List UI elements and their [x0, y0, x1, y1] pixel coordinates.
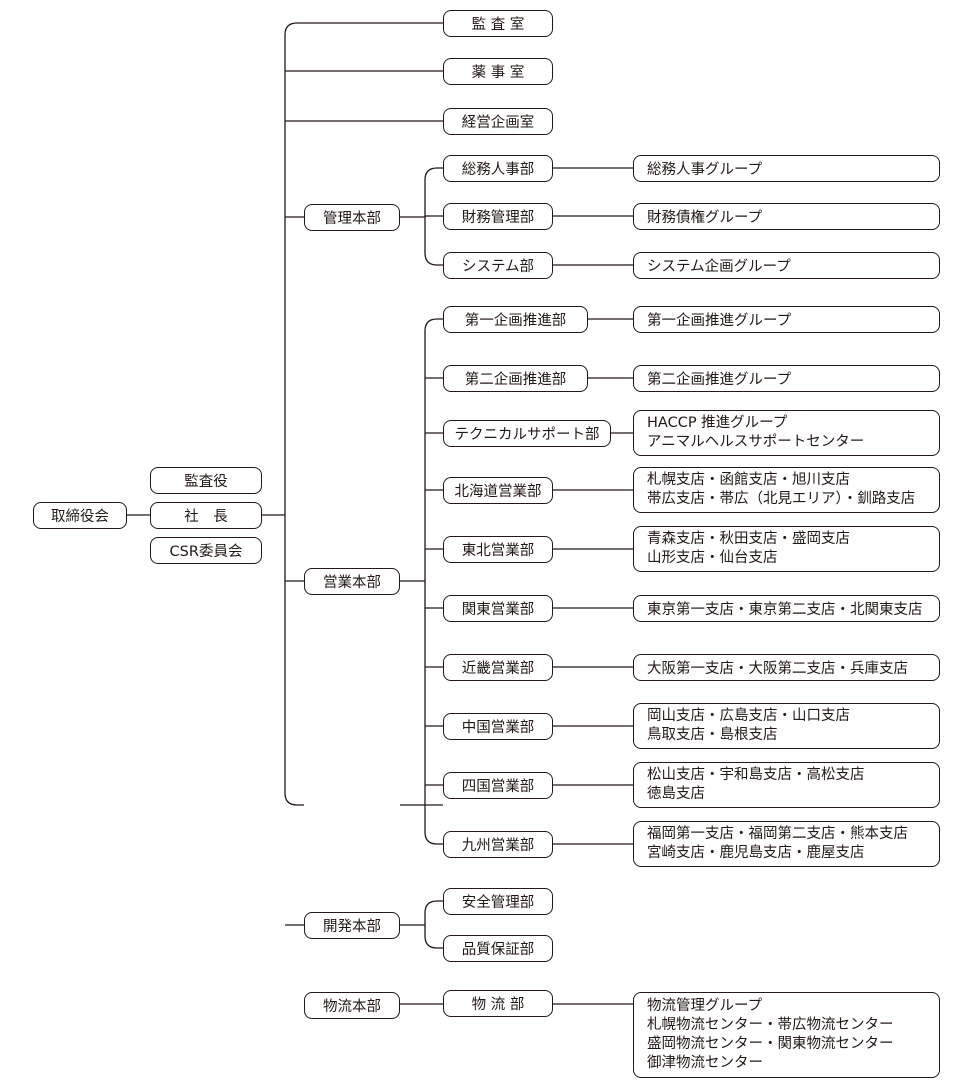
branch-line: 岡山支店・広島支店・山口支店 [647, 708, 850, 724]
finance-receivables-group-box: 財務債権グループ [633, 203, 940, 230]
logistics-division-box: 物流本部 [304, 992, 400, 1019]
branch-line: 宮崎支店・鹿児島支店・鹿屋支店 [647, 845, 865, 861]
general-affairs-hr-group-box: 総務人事グループ [633, 155, 940, 182]
systems-dept-box: システム部 [443, 252, 553, 279]
group-line: アニマルヘルスサポートセンター [647, 434, 865, 450]
group-line: 物流管理グループ [647, 998, 763, 1014]
admin-division-box: 管理本部 [304, 204, 400, 231]
branch-line: 札幌支店・函館支店・旭川支店 [647, 472, 850, 488]
pharmaceutical-affairs-office-box: 薬 事 室 [443, 58, 553, 85]
branch-line: 帯広支店・帯広（北見エリア）・釧路支店 [647, 491, 916, 507]
group-line: 札幌物流センター・帯広物流センター [647, 1017, 894, 1033]
first-planning-group-box: 第一企画推進グループ [633, 306, 940, 333]
safety-management-dept-box: 安全管理部 [443, 888, 553, 915]
audit-office-box: 監 査 室 [443, 10, 553, 37]
auditor-box: 監査役 [150, 467, 262, 494]
group-line: HACCP 推進グループ [647, 415, 788, 431]
branch-line: 福岡第一支店・福岡第二支店・熊本支店 [647, 826, 908, 842]
quality-assurance-dept-box: 品質保証部 [443, 935, 553, 962]
kanto-branches-box: 東京第一支店・東京第二支店・北関東支店 [633, 595, 940, 622]
kinki-sales-dept-box: 近畿営業部 [443, 654, 553, 681]
president-box: 社 長 [150, 502, 262, 529]
finance-dept-box: 財務管理部 [443, 203, 553, 230]
branch-line: 青森支店・秋田支店・盛岡支店 [647, 531, 850, 547]
corporate-planning-office-box: 経営企画室 [443, 108, 553, 135]
tohoku-sales-dept-box: 東北営業部 [443, 536, 553, 563]
kanto-sales-dept-box: 関東営業部 [443, 595, 553, 622]
second-planning-group-box: 第二企画推進グループ [633, 365, 940, 392]
logistics-dept-box: 物 流 部 [443, 990, 553, 1017]
branch-line: 徳島支店 [647, 786, 705, 802]
branch-line: 鳥取支店・島根支店 [647, 727, 778, 743]
board-of-directors-box: 取締役会 [33, 502, 127, 529]
branch-line: 山形支店・仙台支店 [647, 550, 778, 566]
general-affairs-hr-dept-box: 総務人事部 [443, 155, 553, 182]
hokkaido-sales-dept-box: 北海道営業部 [443, 477, 553, 504]
kyushu-sales-dept-box: 九州営業部 [443, 831, 553, 858]
systems-planning-group-box: システム企画グループ [633, 252, 940, 279]
chugoku-branches-box: 岡山支店・広島支店・山口支店 鳥取支店・島根支店 [633, 703, 940, 749]
technical-support-dept-box: テクニカルサポート部 [443, 420, 611, 447]
hokkaido-branches-box: 札幌支店・函館支店・旭川支店 帯広支店・帯広（北見エリア）・釧路支店 [633, 467, 940, 513]
logistics-groups-box: 物流管理グループ 札幌物流センター・帯広物流センター 盛岡物流センター・関東物流… [633, 992, 940, 1078]
sales-division-box: 営業本部 [304, 568, 400, 595]
kyushu-branches-box: 福岡第一支店・福岡第二支店・熊本支店 宮崎支店・鹿児島支店・鹿屋支店 [633, 821, 940, 867]
second-planning-dept-box: 第二企画推進部 [443, 365, 588, 392]
csr-committee-box: CSR委員会 [150, 537, 262, 564]
branch-line: 松山支店・宇和島支店・高松支店 [647, 767, 865, 783]
kinki-branches-box: 大阪第一支店・大阪第二支店・兵庫支店 [633, 654, 940, 681]
chugoku-sales-dept-box: 中国営業部 [443, 713, 553, 740]
dev-division-box: 開発本部 [304, 912, 400, 939]
tohoku-branches-box: 青森支店・秋田支店・盛岡支店 山形支店・仙台支店 [633, 526, 940, 572]
group-line: 盛岡物流センター・関東物流センター [647, 1036, 894, 1052]
shikoku-sales-dept-box: 四国営業部 [443, 772, 553, 799]
shikoku-branches-box: 松山支店・宇和島支店・高松支店 徳島支店 [633, 762, 940, 808]
technical-support-groups-box: HACCP 推進グループ アニマルヘルスサポートセンター [633, 410, 940, 456]
first-planning-dept-box: 第一企画推進部 [443, 306, 588, 333]
group-line: 御津物流センター [647, 1055, 763, 1071]
